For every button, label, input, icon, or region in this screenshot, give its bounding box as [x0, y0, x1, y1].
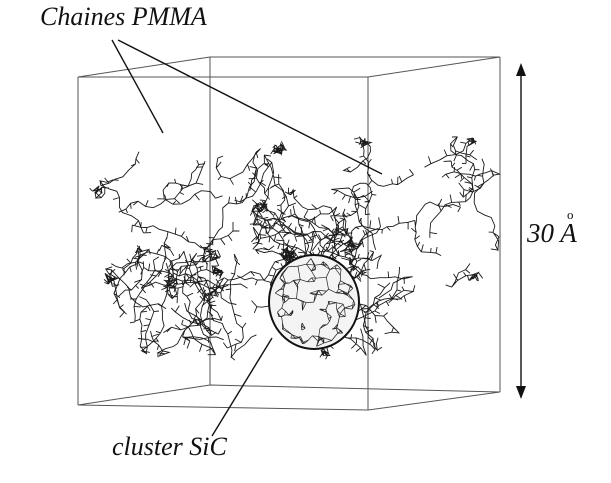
- polymer-chain: [164, 252, 207, 304]
- polymer-chain: [157, 161, 223, 205]
- polymer-chain: [341, 257, 413, 299]
- polymer-chain: [117, 245, 151, 298]
- polymer-chain: [215, 148, 261, 191]
- angstrom-ring: o: [567, 207, 574, 222]
- pmma-chains-label: Chaines PMMA: [40, 2, 207, 31]
- polymer-chain: [89, 179, 119, 199]
- polymer-chain: [351, 182, 377, 250]
- polymer-chain: [312, 216, 353, 279]
- polymer-chain: [411, 198, 461, 257]
- sic-cluster: [268, 254, 360, 350]
- polymer-chain: [473, 158, 500, 252]
- polymer-chain: [150, 319, 202, 358]
- polymer-chain: [182, 262, 225, 285]
- polymer-chain: [118, 160, 206, 214]
- polymer-chain: [195, 247, 221, 267]
- polymer-chain: [445, 263, 484, 288]
- polymer-chain: [198, 277, 257, 361]
- dimension-arrow: [516, 63, 526, 399]
- sic-cluster-label: cluster SiC: [112, 432, 227, 461]
- polymer-chain: [184, 259, 217, 336]
- polymer-chain: [99, 151, 152, 234]
- polymer-chain: [181, 319, 217, 356]
- simulation-box: [77, 56, 501, 411]
- polymer-chain: [429, 160, 474, 238]
- polymer-chain: [170, 278, 223, 325]
- polymer-chain: [339, 215, 416, 253]
- polymer-chain: [234, 158, 275, 225]
- polymer-chain: [441, 167, 502, 198]
- pointer-lines: [111, 39, 383, 437]
- polymer-chain: [250, 199, 269, 213]
- polymer-chain: [270, 141, 288, 156]
- polymer-chain: [169, 250, 222, 335]
- polymer-chain: [131, 222, 240, 249]
- polymer-chain: [134, 296, 160, 355]
- polymer-chain: [358, 139, 414, 187]
- cluster-mesh: [274, 258, 356, 347]
- polymer-chain: [129, 237, 175, 324]
- polymer-chain: [330, 187, 373, 222]
- polymer-chain: [222, 253, 247, 352]
- dimension-label: 30 A: [527, 218, 577, 248]
- polymer-chain: [450, 136, 480, 198]
- polymer-chain: [292, 210, 341, 257]
- polymer-chain: [424, 137, 478, 168]
- polymer-chain: [104, 266, 167, 315]
